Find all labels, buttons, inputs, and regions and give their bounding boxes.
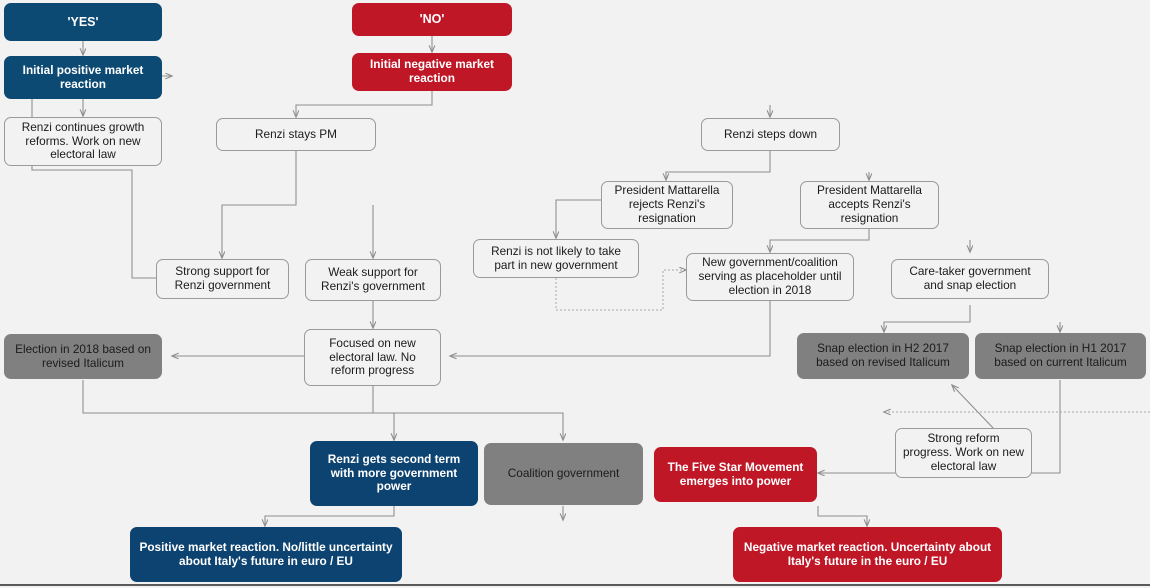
- node-election-2018-revised-italicum[interactable]: Election in 2018 based on revised Italic…: [4, 334, 162, 379]
- node-snap-h1-label: Snap election in H1 2017 based on curren…: [994, 341, 1127, 369]
- node-strong-reform-label: Strong reform progress. Work on new elec…: [902, 431, 1025, 473]
- edge-focused-to-coalition: [372, 386, 563, 440]
- node-focused-label: Focused on new electoral law. No reform …: [329, 335, 416, 378]
- node-renzi-second-term-label: Renzi gets second term with more governm…: [327, 451, 461, 494]
- bottom-rule: [0, 584, 1150, 586]
- node-snap-election-h2-2017[interactable]: Snap election in H2 2017 based on revise…: [797, 333, 969, 379]
- node-snap-election-h1-2017[interactable]: Snap election in H1 2017 based on curren…: [975, 333, 1146, 379]
- edge-second-term-to-positive-market: [265, 506, 395, 526]
- node-no[interactable]: 'NO': [352, 3, 512, 36]
- node-initial-negative-label: Initial negative market reaction: [370, 57, 494, 85]
- node-weak-support-renzi-government[interactable]: Weak support for Renzi's government: [305, 259, 441, 301]
- node-strong-support-renzi-government[interactable]: Strong support for Renzi government: [156, 259, 289, 299]
- node-yes-label: 'YES': [67, 14, 99, 29]
- node-renzi-stays-pm-label: Renzi stays PM: [255, 126, 337, 141]
- edge-election2018-to-second-term: [82, 380, 394, 440]
- node-negative-market-reaction[interactable]: Negative market reaction. Uncertainty ab…: [733, 527, 1002, 582]
- node-election-2018-label: Election in 2018 based on revised Italic…: [15, 341, 151, 370]
- node-coalition-government[interactable]: Coalition government: [484, 443, 643, 505]
- edge-rejects-to-not-likely: [556, 199, 601, 238]
- node-initial-positive-label: Initial positive market reaction: [22, 62, 144, 91]
- node-renzi-not-likely-label: Renzi is not likely to take part in new …: [491, 243, 621, 272]
- node-new-government-label: New government/coalition serving as plac…: [698, 255, 842, 297]
- edge-new-government-to-focused: [450, 301, 771, 356]
- node-renzi-second-term[interactable]: Renzi gets second term with more governm…: [310, 441, 478, 506]
- node-five-star-movement[interactable]: The Five Star Movement emerges into powe…: [654, 447, 817, 502]
- node-weak-support-label: Weak support for Renzi's government: [321, 265, 425, 293]
- node-renzi-stays-pm[interactable]: Renzi stays PM: [216, 118, 376, 151]
- edge-stays-to-strong-support: [222, 150, 297, 258]
- node-coalition-government-label: Coalition government: [507, 466, 620, 481]
- node-renzi-not-likely-to-take-part[interactable]: Renzi is not likely to take part in new …: [473, 239, 639, 278]
- node-positive-market-label: Positive market reaction. No/little unce…: [139, 539, 393, 568]
- node-caretaker-label: Care-taker government and snap election: [909, 264, 1031, 292]
- node-yes[interactable]: 'YES': [4, 3, 162, 41]
- node-no-label: 'NO': [419, 12, 445, 27]
- node-snap-h2-label: Snap election in H2 2017 based on revise…: [816, 341, 950, 369]
- node-strong-support-label: Strong support for Renzi government: [174, 264, 271, 292]
- node-mattarella-accepts-label: President Mattarella accepts Renzi's res…: [817, 183, 922, 225]
- node-renzi-steps-down-label: Renzi steps down: [723, 126, 818, 141]
- node-negative-market-label: Negative market reaction. Uncertainty ab…: [743, 539, 992, 568]
- node-mattarella-accepts-resignation[interactable]: President Mattarella accepts Renzi's res…: [800, 181, 939, 229]
- node-renzi-steps-down[interactable]: Renzi steps down: [701, 118, 840, 151]
- edge-caretaker-to-snap-h2: [884, 305, 971, 332]
- node-new-government-coalition[interactable]: New government/coalition serving as plac…: [686, 253, 854, 301]
- edge-strong-reform-to-snap-h2: [952, 385, 996, 431]
- node-mattarella-rejects-label: President Mattarella rejects Renzi's res…: [614, 183, 720, 225]
- node-focused-new-electoral-law[interactable]: Focused on new electoral law. No reform …: [304, 329, 441, 386]
- node-renzi-continues-label: Renzi continues growth reforms. Work on …: [21, 119, 145, 162]
- node-renzi-continues-growth-reforms[interactable]: Renzi continues growth reforms. Work on …: [4, 117, 162, 166]
- node-caretaker-government[interactable]: Care-taker government and snap election: [891, 259, 1049, 299]
- node-initial-negative-market-reaction[interactable]: Initial negative market reaction: [352, 53, 512, 91]
- edge-negative-to-renzi-stays: [296, 91, 433, 117]
- edge-steps-down-to-rejects: [666, 150, 771, 180]
- node-strong-reform-progress[interactable]: Strong reform progress. Work on new elec…: [895, 428, 1032, 478]
- node-mattarella-rejects-resignation[interactable]: President Mattarella rejects Renzi's res…: [601, 181, 733, 229]
- node-initial-positive-market-reaction[interactable]: Initial positive market reaction: [4, 56, 162, 99]
- edge-five-star-to-negative-market: [817, 506, 867, 526]
- edge-strong-support-to-positive: [31, 76, 172, 279]
- node-five-star-label: The Five Star Movement emerges into powe…: [667, 459, 804, 488]
- node-positive-market-reaction[interactable]: Positive market reaction. No/little unce…: [130, 527, 402, 582]
